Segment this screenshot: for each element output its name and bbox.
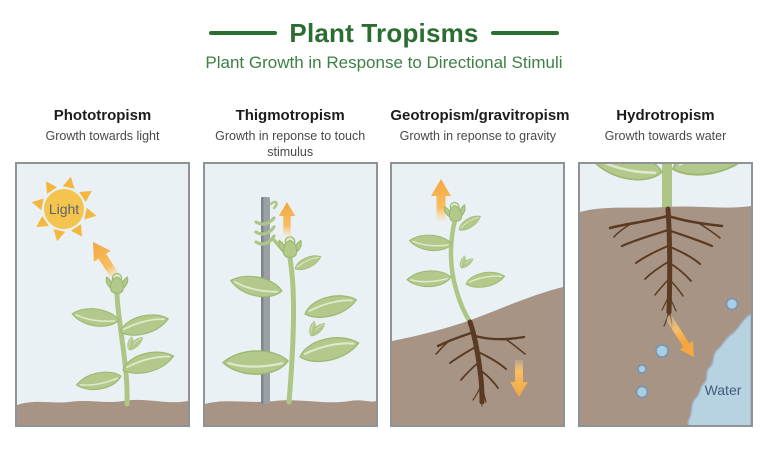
roots <box>435 319 527 407</box>
curved-down-arrow-icon <box>666 315 694 357</box>
panel-geotropism: Geotropism/gravitropism Growth in repons… <box>390 107 570 427</box>
panel-caption: Growth towards light <box>45 129 160 143</box>
header: Plant Tropisms Plant Growth in Response … <box>0 0 768 73</box>
panel-caption: Growth in reponse to gravity <box>399 129 556 143</box>
plant <box>69 273 177 407</box>
soil <box>204 400 376 425</box>
light-label: Light <box>49 201 79 217</box>
bubbles <box>635 297 739 399</box>
panel-thigmotropism: Thigmotropism Growth in reponse to touch… <box>202 107 378 427</box>
water-body <box>687 313 751 425</box>
panel-title: Thigmotropism <box>235 107 345 124</box>
panel-caption: Growth towards water <box>604 129 727 143</box>
panel-caption: Growth in reponse to touch stimulus <box>215 129 366 160</box>
panel-hydrotropism: Hydrotropism Growth towards water <box>577 107 753 427</box>
title-row: Plant Tropisms <box>0 18 768 48</box>
panel-title: Geotropism/gravitropism <box>390 107 570 124</box>
bubble <box>655 344 669 358</box>
page-subtitle: Plant Growth in Response to Directional … <box>205 53 563 72</box>
panel-title: Phototropism <box>53 107 152 124</box>
title-dash-left <box>209 31 278 35</box>
plant <box>220 236 361 405</box>
water-label: Water <box>705 382 742 398</box>
panel-row: Phototropism Growth towards light <box>0 107 768 427</box>
sun-icon <box>31 176 97 242</box>
title-dash-right <box>490 31 559 35</box>
plant <box>406 200 507 325</box>
panel-phototropism: Phototropism Growth towards light <box>15 107 190 427</box>
thigmotropism-illustration <box>202 162 378 427</box>
panel-title: Hydrotropism <box>616 107 715 124</box>
roots <box>608 206 724 328</box>
bubble <box>725 297 739 311</box>
bubble <box>635 385 649 399</box>
phototropism-illustration: Light <box>15 162 190 427</box>
geotropism-illustration <box>390 162 566 427</box>
hydrotropism-illustration: Water <box>577 162 753 427</box>
soil <box>17 399 188 425</box>
page-title: Plant Tropisms <box>289 17 479 48</box>
plant <box>584 164 751 215</box>
bubble <box>637 364 647 374</box>
